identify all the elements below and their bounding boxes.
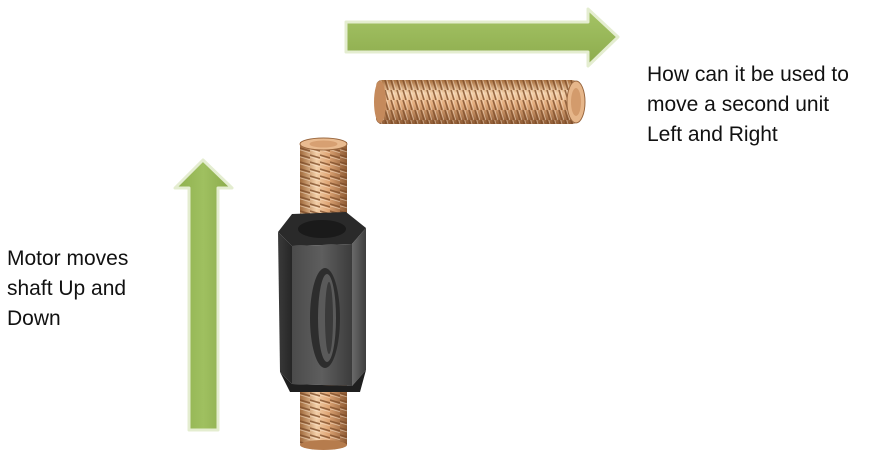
arrow-right-icon: [344, 7, 620, 68]
caption-line: shaft Up and: [7, 277, 127, 300]
arrow-up-icon: [173, 158, 234, 432]
threaded-rod-vertical-top: [299, 137, 348, 230]
caption-line: move a second unit: [647, 93, 830, 116]
caption-up-down-motion: Motor moves shaft Up and Down: [7, 244, 128, 334]
caption-left-right-question: How can it be used to move a second unit…: [647, 60, 849, 150]
caption-line: Down: [7, 307, 61, 330]
threaded-rod-horizontal: [374, 80, 586, 124]
caption-line: How can it be used to: [647, 63, 849, 86]
caption-line: Motor moves: [7, 247, 129, 270]
caption-line: Left and Right: [647, 123, 778, 146]
hex-coupling-nut-icon: [278, 212, 366, 392]
threaded-rod-vertical-bottom: [300, 385, 347, 450]
